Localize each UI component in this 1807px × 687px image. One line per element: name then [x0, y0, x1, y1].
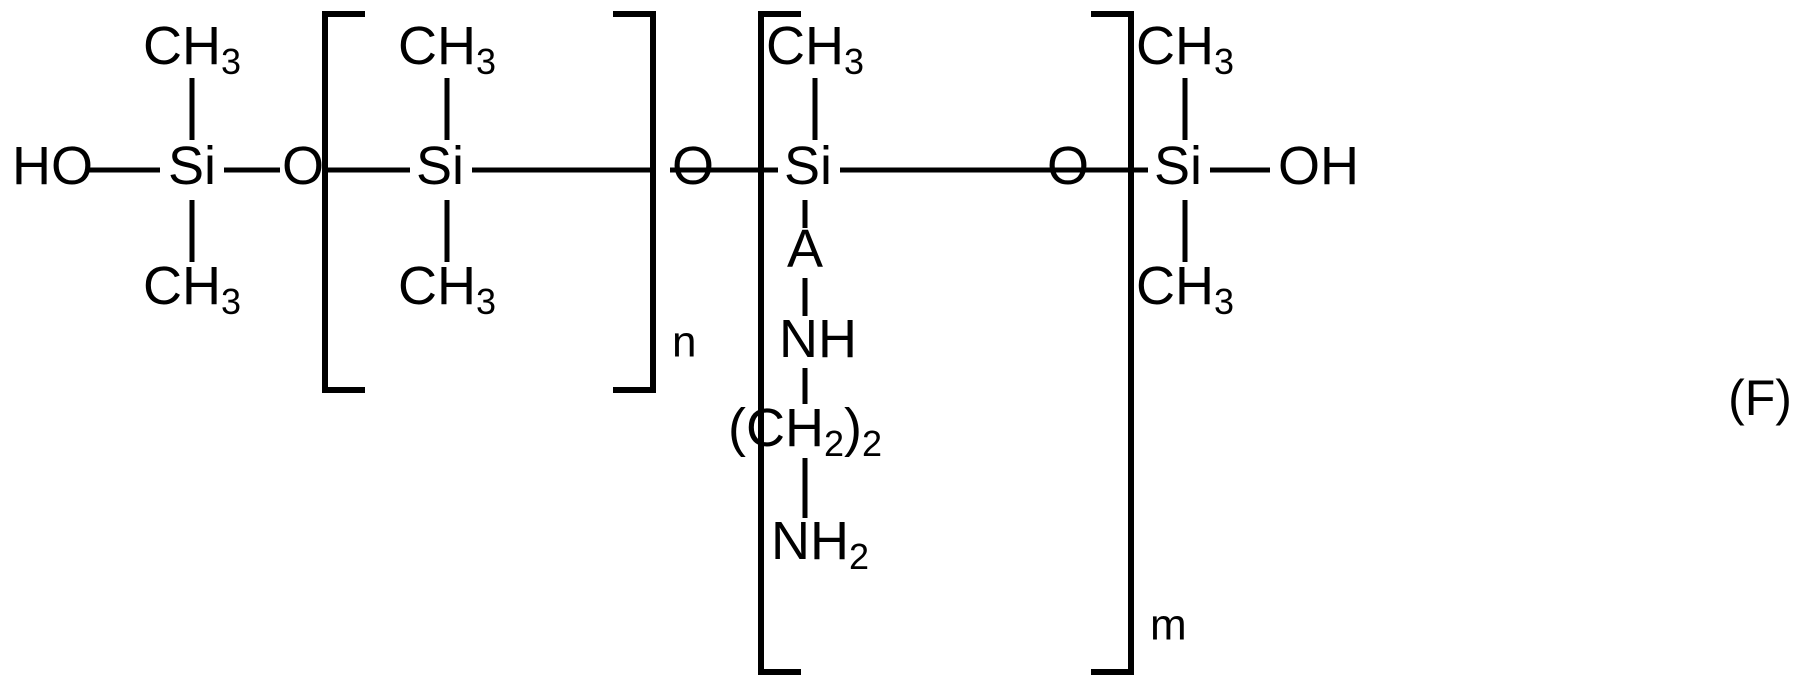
atom-label-oh-right: OH: [1278, 136, 1359, 196]
atom-label-nh-secondary: NH: [779, 309, 857, 369]
brackets-layer: [322, 11, 1134, 675]
repeat-unit-bracket: [758, 11, 801, 675]
atom-label-si-4: Si: [1154, 136, 1202, 196]
repeat-unit-bracket: [322, 11, 365, 393]
atom-label-o-2: O: [672, 136, 714, 196]
atom-label-o-3: O: [1047, 136, 1089, 196]
atom-label-ch3-1-top: CH3: [143, 16, 241, 81]
repeat-index-n: n: [672, 318, 696, 367]
repeat-index-m: m: [1150, 601, 1187, 650]
atom-label-ch3-2-bottom: CH3: [398, 256, 496, 321]
ethylene-group-label: (CH2)2: [728, 398, 882, 463]
repeat-unit-bracket: [613, 11, 656, 393]
atom-label-ch3-2-top: CH3: [398, 16, 496, 81]
atom-label-ch3-4-bottom: CH3: [1136, 256, 1234, 321]
atom-label-ch3-4-top: CH3: [1136, 16, 1234, 81]
atom-label-o-1: O: [282, 136, 324, 196]
scheme-label: (F): [1728, 370, 1792, 426]
atom-label-ho-left: HO: [12, 136, 93, 196]
atom-label-ch3-1-bottom: CH3: [143, 256, 241, 321]
atom-label-ch3-3-top: CH3: [766, 16, 864, 81]
atom-label-si-2: Si: [416, 136, 464, 196]
atom-label-si-1: Si: [168, 136, 216, 196]
repeat-indices-layer: nm: [672, 318, 1187, 650]
atom-label-si-3: Si: [784, 136, 832, 196]
atom-label-nh2-primary: NH2: [771, 511, 869, 576]
atom-label-a-linker: A: [787, 219, 823, 279]
repeat-unit-bracket: [1091, 11, 1134, 675]
bonds-layer: [86, 78, 1270, 518]
